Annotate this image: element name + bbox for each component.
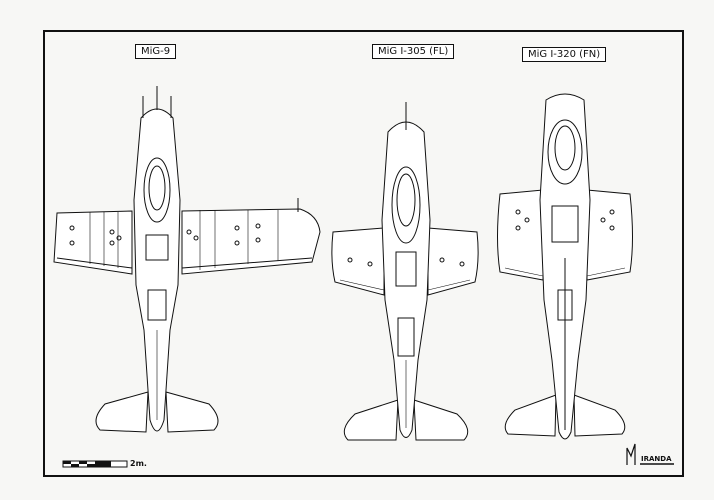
- mig9-tailplane: [95, 391, 219, 433]
- mig9-canopy: [143, 157, 171, 223]
- mig9-wing-right: [181, 208, 321, 275]
- mig305-wing-left: [331, 227, 385, 296]
- aircraft-mig-9: [53, 86, 321, 433]
- miranda-logo-icon: IRANDA: [626, 443, 674, 465]
- drawing-frame: [43, 30, 684, 477]
- mig320-wing-right: [586, 189, 633, 281]
- label-mig-i-305: MiG I-305 (FL): [372, 44, 455, 59]
- aircraft-mig-i-320: [497, 93, 633, 440]
- aircraft-mig-i-305: [331, 102, 479, 441]
- mig320-wing-left: [497, 189, 544, 281]
- mig305-tailplane: [343, 399, 469, 441]
- scale-label: 2m.: [130, 459, 147, 468]
- svg-text:IRANDA: IRANDA: [641, 455, 672, 463]
- mig320-tailplane: [504, 394, 626, 437]
- mig9-wing-left: [53, 210, 133, 275]
- scale-bar: [62, 460, 128, 468]
- label-mig-i-320: MiG I-320 (FN): [522, 47, 607, 62]
- label-mig-9: MiG-9: [135, 44, 177, 59]
- mig305-canopy: [391, 166, 421, 244]
- mig305-wing-right: [427, 227, 479, 296]
- mig320-canopy: [547, 119, 583, 185]
